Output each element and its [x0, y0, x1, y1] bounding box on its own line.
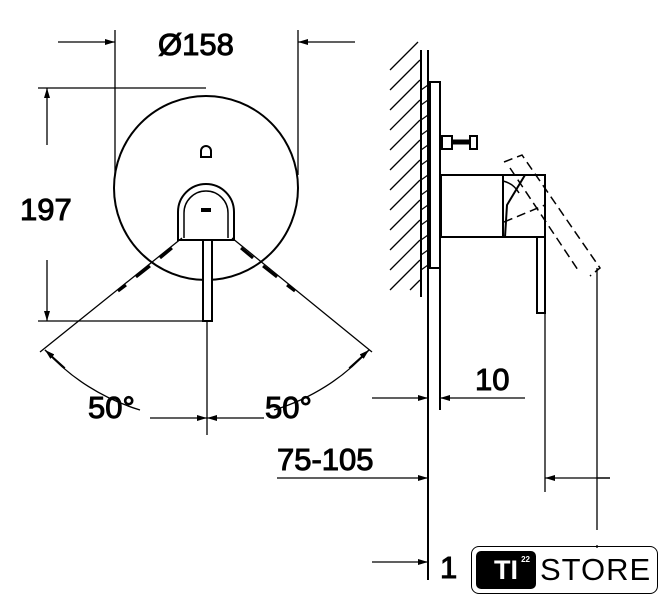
angle-right-label: 50° [265, 390, 312, 425]
front-view [113, 95, 299, 322]
lever [202, 239, 213, 322]
lever-rotated [503, 154, 602, 277]
diverter-icon [200, 145, 212, 158]
height-label: 197 [20, 192, 72, 227]
side-dimensions [277, 395, 610, 565]
logo-brand: TI [494, 554, 518, 585]
diverter-pin [441, 135, 453, 150]
wall-hatch [389, 41, 421, 291]
min-gap-label: 1 [440, 550, 457, 585]
diameter-label: Ø158 [158, 27, 234, 62]
wall-depth-label: 75-105 [277, 442, 374, 477]
angle-left-label: 50° [88, 390, 135, 425]
logo-superscript: 22 [521, 555, 530, 564]
front-dimensions [38, 30, 373, 435]
projection-label: 10 [475, 362, 509, 397]
body [440, 174, 504, 238]
lever-side [536, 236, 546, 314]
logo-store-text: STORE [540, 552, 652, 587]
side-view [389, 41, 602, 580]
mounting-plate [429, 81, 441, 269]
